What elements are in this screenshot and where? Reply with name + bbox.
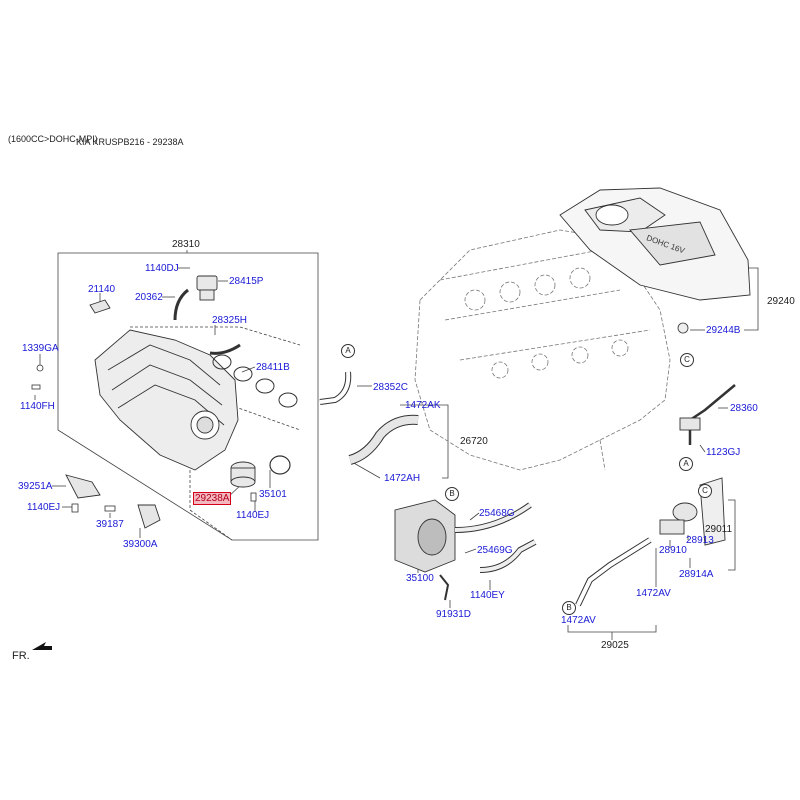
- label-21140[interactable]: 21140: [88, 284, 116, 295]
- label-20362[interactable]: 20362: [135, 292, 163, 303]
- hose-28352c-inner: [319, 371, 351, 404]
- label-1140ej-mid[interactable]: 1140EJ: [236, 510, 270, 521]
- gasket-28411b: [212, 354, 298, 408]
- bolt-1140ej-mid: [250, 492, 257, 502]
- ref-circle-c-right: C: [698, 484, 712, 498]
- leader-dashed-2: [229, 404, 301, 431]
- manifold-group-frame: [57, 252, 319, 541]
- label-28415p[interactable]: 28415P: [229, 276, 264, 287]
- bolt-1140fh: [31, 384, 41, 390]
- ref-circle-c-top: C: [680, 353, 694, 367]
- leader-1123gj: [699, 444, 706, 453]
- label-26720[interactable]: 26720: [460, 436, 488, 447]
- ref-circle-b-top: B: [445, 487, 459, 501]
- actuator-29238a: [230, 461, 256, 488]
- hose-28360: [688, 384, 736, 445]
- label-28913[interactable]: 28913: [686, 535, 714, 546]
- label-29238a-highlighted[interactable]: 29238A: [193, 492, 232, 505]
- bracket-29240: [744, 267, 759, 331]
- leader-28411b: [241, 366, 256, 373]
- label-1472av-left[interactable]: 1472AV: [561, 615, 596, 626]
- bracket-39251a: [65, 474, 101, 499]
- label-1472ah[interactable]: 1472AH: [384, 473, 421, 484]
- label-91931d[interactable]: 91931D: [436, 609, 472, 620]
- label-28910[interactable]: 28910: [659, 545, 687, 556]
- label-29240[interactable]: 29240: [767, 296, 795, 307]
- bolt-1339ga: [36, 364, 44, 372]
- label-35101[interactable]: 35101: [259, 489, 287, 500]
- hose-28352c: [319, 371, 352, 405]
- ref-circle-a-top: A: [341, 344, 355, 358]
- label-1472ak[interactable]: 1472AK: [405, 400, 441, 411]
- leader-dashed-1: [130, 326, 301, 346]
- bracket-26720: [442, 404, 449, 479]
- bolt-39187: [104, 505, 116, 512]
- hose-25468g-inner: [454, 503, 532, 532]
- header-line-1: (1600CC>DOHC-MPI): [8, 134, 98, 144]
- hose-26720-inner: [348, 415, 419, 464]
- fitting-21140: [89, 299, 111, 314]
- label-28360[interactable]: 28360: [730, 403, 758, 414]
- label-1140ey[interactable]: 1140EY: [470, 590, 505, 601]
- intake-manifold: [94, 329, 239, 471]
- grommet-29244b: [677, 322, 689, 334]
- bolt-1140ej-left: [71, 503, 79, 513]
- label-1123gj[interactable]: 1123GJ: [706, 447, 741, 458]
- fitting-28360: [679, 417, 701, 431]
- label-1140ej-left[interactable]: 1140EJ: [27, 502, 61, 513]
- leader-25469g: [464, 548, 477, 554]
- front-direction-label: FR.: [12, 650, 30, 662]
- header-line-2: KIA KRUSPB216 - 29238A: [76, 137, 184, 147]
- label-39187[interactable]: 39187: [96, 519, 124, 530]
- label-28325h[interactable]: 28325H: [212, 315, 248, 326]
- label-1472av-right[interactable]: 1472AV: [636, 588, 671, 599]
- oring-35101: [269, 455, 291, 475]
- fr-arrow: [32, 642, 52, 650]
- pipe-29025-inner: [576, 538, 652, 606]
- label-28310[interactable]: 28310: [172, 239, 200, 250]
- label-39300a[interactable]: 39300A: [123, 539, 158, 550]
- label-29244b[interactable]: 29244B: [706, 325, 741, 336]
- label-28914a[interactable]: 28914A: [679, 569, 714, 580]
- hose-20362: [173, 288, 189, 321]
- ref-circle-b-bottom: B: [562, 601, 576, 615]
- throttle-body-35100: [394, 499, 456, 573]
- sensor-39300a: [137, 504, 161, 529]
- label-28411b[interactable]: 28411B: [256, 362, 290, 373]
- valve-28415p: [196, 275, 218, 301]
- label-39251a[interactable]: 39251A: [18, 481, 53, 492]
- label-25468g[interactable]: 25468G: [479, 508, 515, 519]
- ref-circle-a-right: A: [679, 457, 693, 471]
- bracket-91931d: [439, 574, 450, 601]
- hose-25469g-inner: [479, 540, 536, 572]
- leader-1472ah: [351, 461, 381, 479]
- label-1140fh[interactable]: 1140FH: [20, 401, 55, 412]
- label-28352c[interactable]: 28352C: [373, 382, 409, 393]
- engine-cover: [559, 187, 751, 301]
- label-1339ga[interactable]: 1339GA: [22, 343, 59, 354]
- hose-28325h: [209, 343, 241, 355]
- label-1140dj[interactable]: 1140DJ: [145, 263, 179, 274]
- leader-25468g: [469, 512, 480, 521]
- label-29011[interactable]: 29011: [705, 524, 733, 535]
- manifold-group-frame-inner: [189, 395, 233, 541]
- bracket-29025: [567, 625, 657, 633]
- label-25469g[interactable]: 25469G: [477, 545, 513, 556]
- label-35100[interactable]: 35100: [406, 573, 434, 584]
- label-29025[interactable]: 29025: [601, 640, 629, 651]
- bracket-29011: [728, 499, 736, 571]
- valve-28910: [659, 502, 698, 535]
